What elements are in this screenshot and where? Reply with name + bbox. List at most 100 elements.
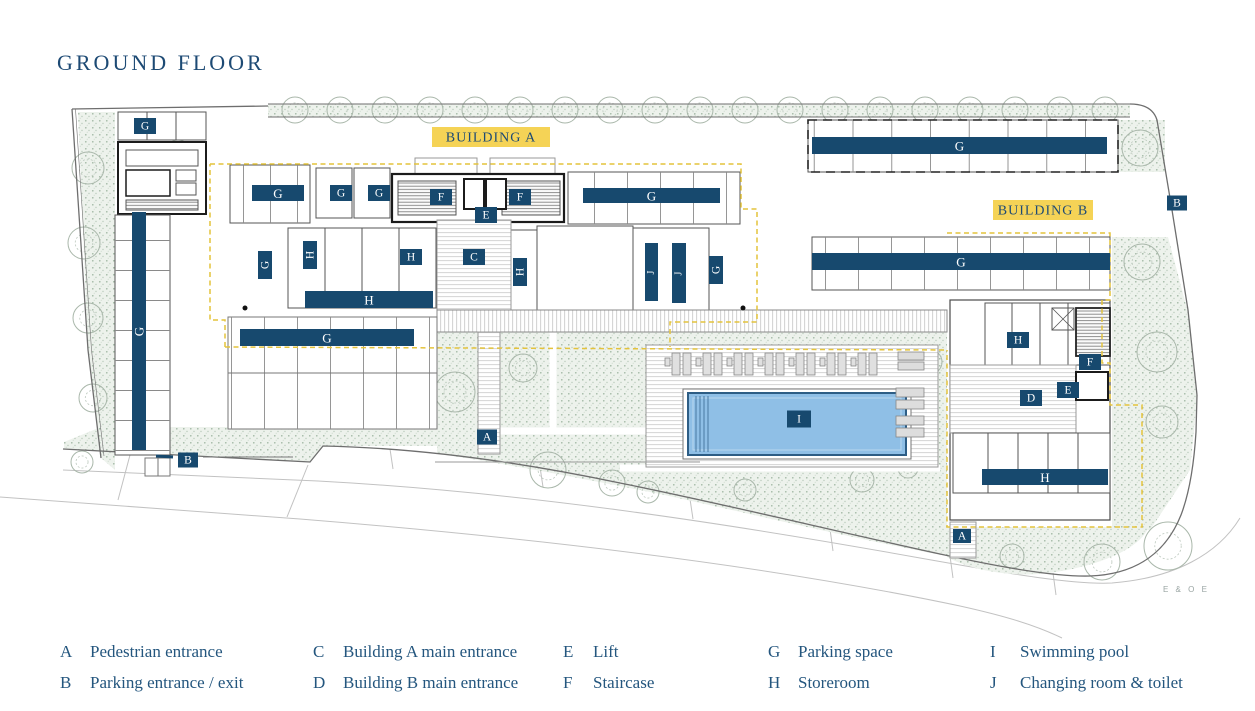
tree-icon <box>686 96 714 124</box>
parking-bar-letter: G <box>273 186 282 201</box>
sun-lounger <box>671 352 681 376</box>
building-label-text: BUILDING B <box>998 204 1089 219</box>
tree-icon <box>75 455 89 469</box>
label-chip <box>134 118 156 134</box>
label-chip-letter: G <box>711 266 723 274</box>
tree-icon <box>641 96 669 124</box>
tree-icon <box>1143 521 1193 571</box>
label-chip <box>475 207 497 223</box>
basement-outline <box>209 163 1143 528</box>
label-chip <box>178 452 198 468</box>
parking-bar-letter: H <box>364 293 373 308</box>
parking-bar-letter: G <box>322 331 331 346</box>
label-chip-letter: H <box>515 268 527 276</box>
label-chip <box>953 529 971 543</box>
sun-lounger <box>682 352 692 376</box>
parking-bar <box>645 243 658 301</box>
label-chip-letter: G <box>260 261 272 269</box>
label-chip <box>477 429 497 445</box>
tree-icon <box>78 383 108 413</box>
tree-icon <box>598 469 626 497</box>
tree-icon <box>78 158 98 178</box>
tree-icon <box>70 450 94 474</box>
tree-icon <box>467 102 483 118</box>
parking-bar <box>812 253 1110 270</box>
tree-icon <box>506 96 534 124</box>
label-chip <box>330 185 352 201</box>
tree-icon <box>917 102 933 118</box>
label-chip <box>709 256 723 284</box>
label-chip <box>513 258 527 286</box>
tree-icon <box>551 96 579 124</box>
sun-lounger <box>837 352 847 376</box>
tree-icon <box>647 102 663 118</box>
label-chip <box>463 249 485 265</box>
tree-icon <box>1083 543 1121 581</box>
building-label <box>993 200 1093 220</box>
label-chip-letter: A <box>483 432 492 444</box>
tree-icon <box>443 380 467 404</box>
label-chip-letter: B <box>184 455 192 467</box>
tree-icon <box>508 353 538 383</box>
sun-lounger <box>764 352 774 376</box>
tree-icon <box>782 102 798 118</box>
parking-bar <box>252 185 304 201</box>
tree-icon <box>737 102 753 118</box>
label-chip-letter: D <box>1027 393 1035 405</box>
tree-icon <box>641 485 655 499</box>
building-label-text: BUILDING A <box>446 131 537 146</box>
tree-icon <box>1145 340 1169 364</box>
tree-icon <box>1091 551 1113 573</box>
label-chip <box>258 251 272 279</box>
tree-icon <box>71 151 105 185</box>
sun-lounger <box>702 352 712 376</box>
road-lines <box>0 448 1241 639</box>
label-chip <box>509 189 531 205</box>
parking-bar-letter: G <box>955 139 964 154</box>
tree-icon <box>422 102 438 118</box>
label-chip-letter: A <box>958 531 967 543</box>
parking-bar-letter: H <box>1040 470 1049 485</box>
tree-icon <box>529 451 567 489</box>
parking-bar <box>305 291 433 308</box>
label-chip <box>787 410 811 428</box>
label-chip-letter: H <box>407 252 415 264</box>
tree-icon <box>636 480 660 504</box>
parking-bar <box>583 188 720 203</box>
label-chip-letter: G <box>141 121 149 133</box>
tree-icon <box>512 102 528 118</box>
tree-icon <box>738 483 752 497</box>
lounger-table <box>695 357 702 367</box>
label-chip-letter: H <box>305 251 317 259</box>
tree-icon <box>602 102 618 118</box>
tree-icon <box>1005 549 1020 564</box>
lounger-table <box>757 357 764 367</box>
tree-icon <box>332 102 348 118</box>
lounger-table <box>726 357 733 367</box>
tree-icon <box>371 96 399 124</box>
label-chip <box>1167 195 1187 211</box>
tree-icon <box>1145 405 1179 439</box>
label-chip-letter: I <box>797 414 801 426</box>
sun-lounger <box>806 352 816 376</box>
building-label <box>432 127 550 147</box>
sun-lounger <box>733 352 743 376</box>
sun-lounger <box>713 352 723 376</box>
tree-icon <box>461 96 489 124</box>
parking-bar <box>982 469 1108 485</box>
tree-icon <box>1007 102 1023 118</box>
label-chip <box>400 249 422 265</box>
tree-icon <box>1123 243 1161 281</box>
label-chip-letter: B <box>1173 198 1181 210</box>
tree-icon <box>537 459 559 481</box>
sun-loungers <box>664 352 878 376</box>
label-chip <box>1020 390 1042 406</box>
parking-bar-letter: J <box>646 270 657 274</box>
lounger-table <box>664 357 671 367</box>
parking-bar-letter: J <box>674 271 685 275</box>
tree-icon <box>514 359 532 377</box>
tree-icon <box>596 96 624 124</box>
label-chip-letter: E <box>482 210 489 222</box>
eoe-note: E & O E <box>1163 585 1209 594</box>
